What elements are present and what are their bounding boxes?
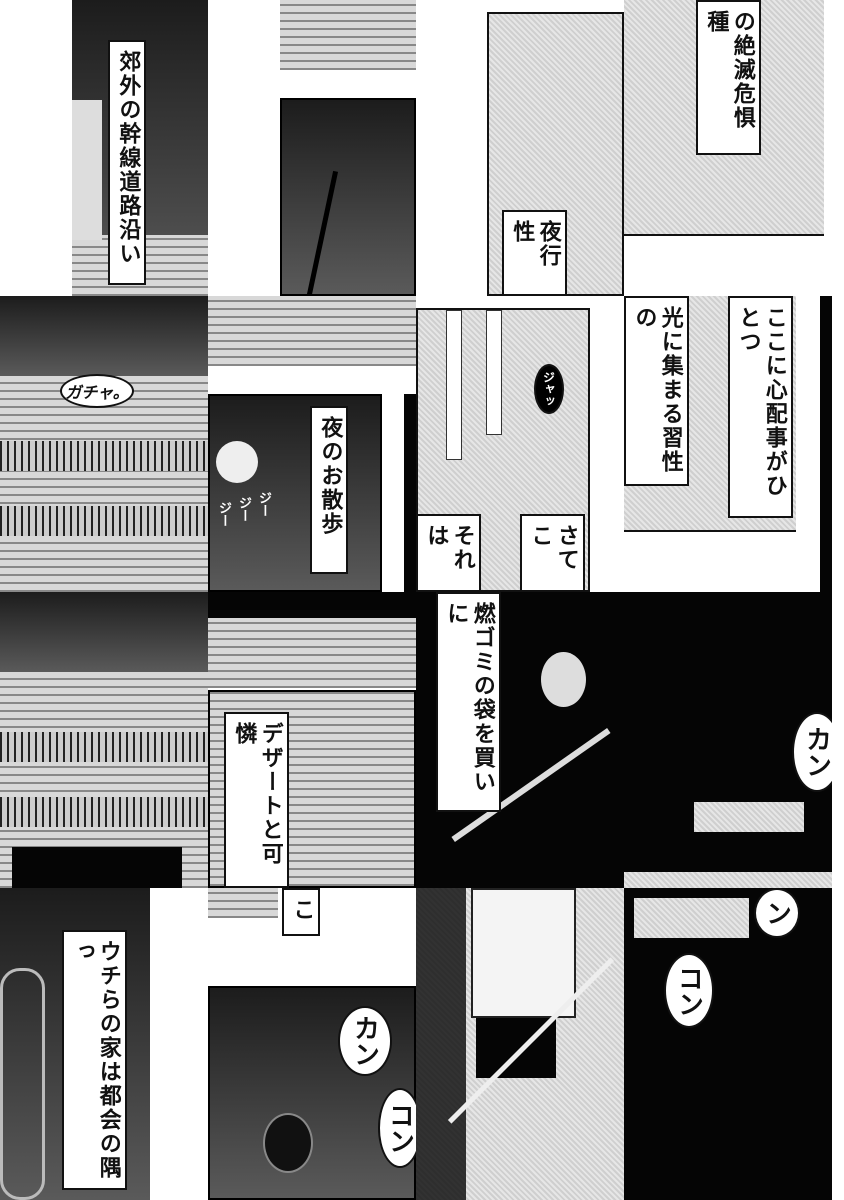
girl-head [541,652,586,707]
panel-tile-r1c0: ガチャ。 [0,296,208,592]
caption-box: こ [282,888,321,936]
apartment-building [0,376,208,592]
spiral-staircase [0,968,45,1200]
panel-tile-r2c1: デザートと可憐 [208,592,416,888]
stair-step [694,802,804,832]
moon [216,441,258,483]
caption-box: ウチらの家は都会の隅っ [62,930,127,1190]
building [208,296,416,366]
sfx-bubble-jah: ジャッ [534,364,564,414]
night-sky-utility-pole [280,98,416,296]
panel-tile-r2c3: カン [624,592,832,888]
moon-panel [208,394,382,592]
caption-box: それは [416,514,481,592]
panel-tile-r3c3: ン コン [624,888,832,1200]
balcony-railing [0,797,208,827]
man-with-glasses [263,1113,313,1173]
panel-tile-r0c0: 郊外の幹線道路沿い [0,0,208,296]
balcony-railing [0,441,208,471]
panel-edge [404,394,416,592]
panel-edge [820,296,832,592]
panel-tile-r1c3: 光に集まる習性の ここに心配事がひとつ [624,296,832,592]
panel-tile-r1c2: ジャッ さて こ それは [416,296,624,592]
sfx-bubble-gacha: ガチャ。 [60,374,134,408]
sfx-jii: ジー [216,501,231,527]
panel-tile-r1c1: ジー ジー ジー 夜のお散歩 [208,296,416,592]
sfx-jii: ジー [256,491,271,517]
leg [486,310,502,435]
sfx-jii: ジー [236,496,251,522]
caption-box: 燃ゴミの袋を買いに [436,592,501,812]
shadow [416,888,466,1200]
night-background [624,888,832,1200]
caption-box: 光に集まる習性の [624,296,689,486]
balcony-railing [0,732,208,762]
sfx-bubble-n: ン [754,888,800,938]
panel-tile-r0c3: の絶滅危惧種 [624,0,832,296]
night-sky [0,296,208,376]
stair-step [634,898,749,938]
sfx-bubble-kon: コン [664,953,714,1028]
balcony-railing [0,506,208,536]
caption-box: 夜行性 [502,210,567,296]
night-sky [0,592,208,672]
garage [12,847,182,888]
building [208,888,278,918]
leg [446,310,462,460]
caption-box: ここに心配事がひとつ [728,296,793,518]
sfx-bubble-kan: カン [338,1006,392,1076]
caption-box: さて こ [520,514,585,592]
sfx-bubble-kan: カン [792,712,832,792]
caption-box: の絶滅危惧種 [696,0,761,155]
stair-step [624,872,832,888]
boy-tshirt [471,888,576,1018]
panel-tile-r3c1: こ カン コン [208,888,416,1200]
sfx-bubble-kon: コン [378,1088,416,1168]
panel-tile-r0c1 [208,0,416,296]
panel-tile-r0c2: 夜行性 [416,0,624,296]
garage [208,592,416,618]
caption-box: デザートと可憐 [224,712,289,888]
building [208,618,416,688]
panel-tile-r3c2 [416,888,624,1200]
caption-box: 郊外の幹線道路沿い [108,40,147,285]
panel-tile-r2c0 [0,592,208,888]
caption-box: 夜のお散歩 [310,406,349,574]
tree [72,100,102,240]
building [280,0,416,70]
panel-tile-r3c0: ウチらの家は都会の隅っ [0,888,208,1200]
panel-tile-r2c2: 燃ゴミの袋を買いに [416,592,624,888]
